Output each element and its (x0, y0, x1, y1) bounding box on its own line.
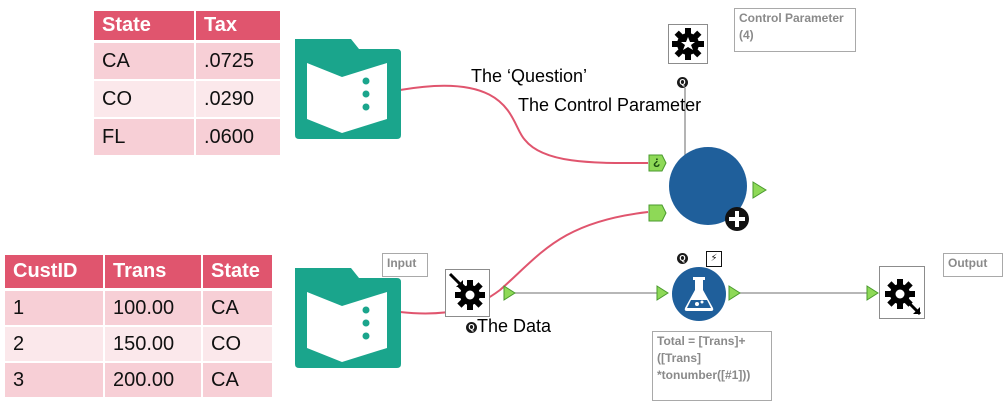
table-cell: 1 (5, 291, 105, 327)
output-input-anchor[interactable] (866, 285, 879, 301)
tax-table-header-state: State (94, 11, 196, 43)
table-row: CO .0290 (94, 81, 282, 119)
table-row: 3 200.00 CA (5, 363, 274, 399)
q-badge: Q (677, 253, 688, 264)
control-parameter-caption: The Control Parameter (518, 95, 702, 115)
input-folder-icon[interactable] (293, 33, 403, 141)
data-curve (399, 211, 649, 315)
table-cell: CO (94, 81, 196, 119)
q-badge: Q (466, 322, 477, 333)
transactions-table-header-trans: Trans (105, 255, 203, 291)
table-cell: FL (94, 119, 196, 157)
table-cell: 3 (5, 363, 105, 399)
table-row: 2 150.00 CO (5, 327, 274, 363)
formula-flask-icon[interactable] (671, 266, 727, 322)
the-data-caption: The Data (477, 316, 552, 336)
table-cell: CA (203, 363, 274, 399)
input-gear-icon (448, 272, 485, 310)
table-cell: .0725 (196, 43, 282, 81)
batch-macro-icon[interactable] (667, 145, 757, 235)
formula-annotation: Total = [Trans]+ ([Trans] *tonumber([#1]… (652, 331, 772, 401)
question-caption: The ‘Question’ (471, 66, 588, 86)
transactions-table: CustID Trans State 1 100.00 CA 2 150.00 … (5, 255, 274, 399)
q-badge: Q (677, 77, 688, 88)
lightning-badge: ⚡ (706, 251, 722, 267)
table-cell: 150.00 (105, 327, 203, 363)
data-input-anchor[interactable] (648, 204, 667, 222)
table-cell: CO (203, 327, 274, 363)
input-annotation: Input (382, 253, 428, 277)
table-cell: .0600 (196, 119, 282, 157)
control-parameter-gear-icon (672, 28, 704, 60)
table-row: FL .0600 (94, 119, 282, 157)
transactions-table-header-custid: CustID (5, 255, 105, 291)
control-parameter-annotation: Control Parameter (4) (734, 8, 856, 52)
table-row: CA .0725 (94, 43, 282, 81)
table-cell: 2 (5, 327, 105, 363)
question-mark-glyph: ¿ (653, 154, 661, 168)
table-row: 1 100.00 CA (5, 291, 274, 327)
output-tool[interactable] (879, 266, 925, 319)
table-cell: .0290 (196, 81, 282, 119)
transactions-table-header-state: State (203, 255, 274, 291)
control-parameter-tool[interactable] (668, 24, 708, 64)
macro-output-anchor[interactable] (752, 181, 767, 199)
table-cell: 100.00 (105, 291, 203, 327)
transactions-table-header-row: CustID Trans State (5, 255, 274, 291)
input-tool[interactable] (445, 269, 490, 317)
input-folder-icon[interactable] (293, 262, 403, 370)
question-curve (399, 84, 649, 165)
question-input-anchor[interactable]: ¿ (648, 154, 667, 172)
input-output-anchor[interactable] (503, 285, 516, 301)
output-annotation: Output (943, 253, 1003, 277)
output-gear-icon (885, 279, 922, 316)
table-cell: CA (94, 43, 196, 81)
table-cell: 200.00 (105, 363, 203, 399)
formula-output-anchor[interactable] (728, 285, 741, 301)
tax-table: State Tax CA .0725 CO .0290 FL .0600 (94, 11, 282, 157)
formula-input-anchor[interactable] (656, 285, 669, 301)
tax-table-header-tax: Tax (196, 11, 282, 43)
tax-table-header-row: State Tax (94, 11, 282, 43)
table-cell: CA (203, 291, 274, 327)
